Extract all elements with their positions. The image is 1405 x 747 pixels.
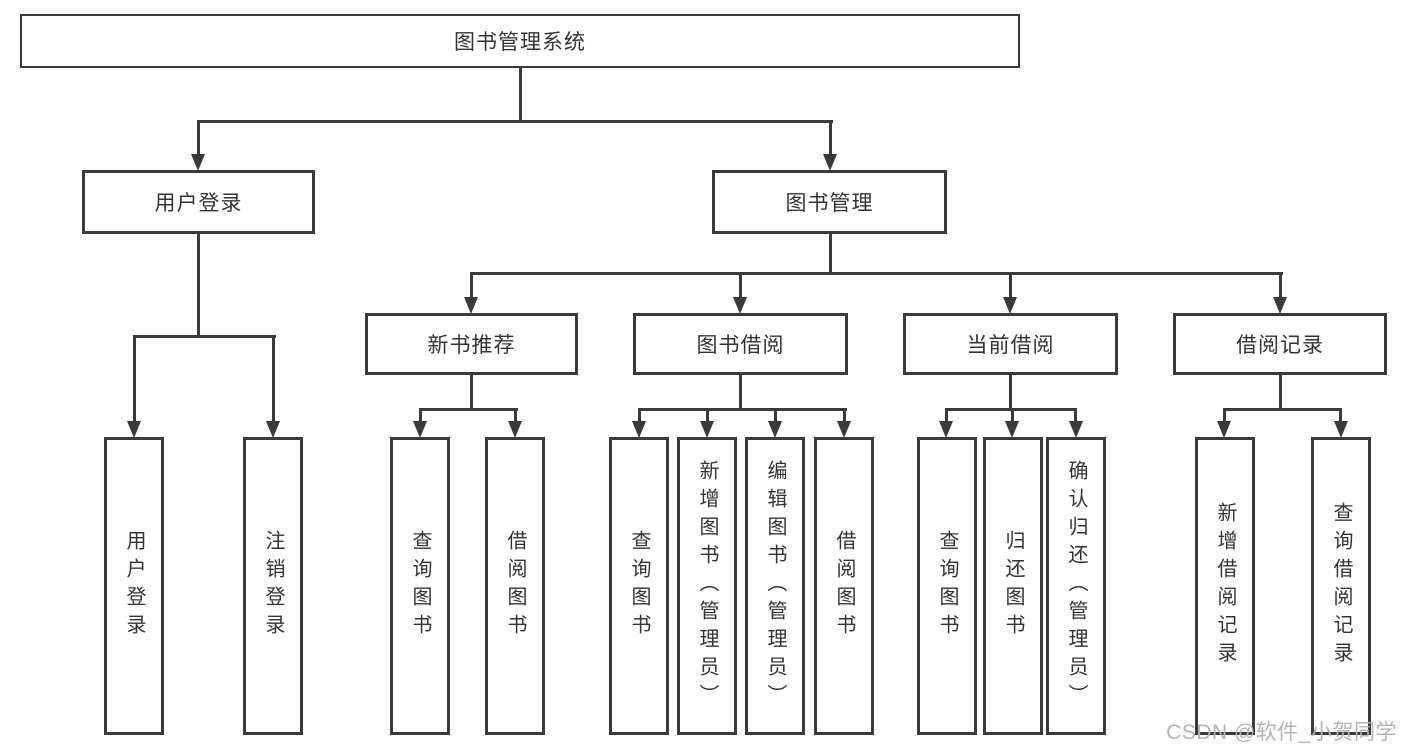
arrowhead-down-icon	[823, 154, 837, 171]
connector-line	[133, 335, 276, 338]
node-logout: 注销登录	[243, 437, 303, 735]
connector-line	[829, 234, 832, 272]
watermark: CSDN @软件_小贺同学	[1166, 721, 1397, 744]
connector-line	[197, 234, 200, 335]
arrowhead-down-icon	[1003, 297, 1017, 314]
node-new-book-recommendation: 新书推荐	[365, 313, 578, 375]
connector-line	[197, 120, 833, 123]
arrowhead-down-icon	[191, 154, 205, 171]
node-label: 归还图书	[1002, 530, 1024, 642]
connector-line	[470, 272, 473, 297]
connector-line	[1339, 408, 1342, 422]
connector-line	[739, 375, 742, 408]
connector-line	[1074, 408, 1077, 422]
connector-line	[514, 408, 517, 422]
node-label: 查询图书	[936, 530, 958, 642]
connector-line	[1009, 272, 1012, 297]
node-label: 用户登录	[123, 530, 145, 642]
node-label: 查询图书	[628, 530, 650, 642]
arrowhead-down-icon	[508, 421, 522, 438]
arrowhead-down-icon	[1273, 297, 1287, 314]
arrowhead-down-icon	[1005, 421, 1019, 438]
connector-line	[470, 272, 1283, 275]
connector-line	[739, 272, 742, 297]
arrowhead-down-icon	[700, 421, 714, 438]
node-borrow-books-recommend: 借阅图书	[485, 437, 545, 735]
connector-line	[638, 408, 847, 411]
node-library-system: 图书管理系统	[20, 14, 1020, 68]
connector-line	[470, 375, 473, 408]
node-query-borrow-record: 查询借阅记录	[1311, 437, 1371, 735]
node-add-books-admin: 新增图书（管理员）	[677, 437, 737, 735]
node-query-books-recommend: 查询图书	[390, 437, 450, 735]
connector-line	[419, 408, 518, 411]
connector-line	[638, 408, 641, 422]
node-label: 确认归还（管理员）	[1065, 460, 1087, 712]
connector-line	[133, 335, 136, 421]
node-label: 借阅图书	[504, 530, 526, 642]
node-label: 查询图书	[409, 530, 431, 642]
node-query-books-borrow: 查询图书	[609, 437, 669, 735]
node-label: 借阅图书	[833, 530, 855, 642]
node-label: 编辑图书（管理员）	[764, 460, 786, 712]
node-user-login: 用户登录	[82, 170, 315, 234]
arrowhead-down-icon	[632, 421, 646, 438]
node-label: 新增借阅记录	[1214, 502, 1236, 670]
node-label: 注销登录	[262, 530, 284, 642]
arrowhead-down-icon	[1069, 421, 1083, 438]
node-borrow-books: 借阅图书	[814, 437, 874, 735]
arrowhead-down-icon	[1217, 421, 1231, 438]
connector-line	[1279, 375, 1282, 408]
connector-line	[1223, 408, 1226, 422]
connector-line	[706, 408, 709, 422]
arrowhead-down-icon	[127, 421, 141, 438]
node-edit-books-admin: 编辑图书（管理员）	[745, 437, 805, 735]
arrowhead-down-icon	[1334, 421, 1348, 438]
connector-line	[1279, 272, 1282, 297]
arrowhead-down-icon	[939, 421, 953, 438]
connector-line	[197, 120, 200, 156]
node-return-books: 归还图书	[983, 437, 1043, 735]
connector-line	[419, 408, 422, 422]
connector-line	[1011, 408, 1014, 422]
connector-line	[843, 408, 846, 422]
connector-line	[272, 335, 275, 421]
node-confirm-return-admin: 确认归还（管理员）	[1046, 437, 1106, 735]
connector-line	[829, 120, 832, 156]
connector-line	[1009, 375, 1012, 408]
node-borrowing-records: 借阅记录	[1173, 313, 1387, 375]
arrowhead-down-icon	[837, 421, 851, 438]
node-query-books-current: 查询图书	[917, 437, 977, 735]
node-add-borrow-record: 新增借阅记录	[1195, 437, 1255, 735]
arrowhead-down-icon	[768, 421, 782, 438]
node-label: 新增图书（管理员）	[696, 460, 718, 712]
node-label: 查询借阅记录	[1330, 502, 1352, 670]
node-book-management: 图书管理	[712, 170, 947, 234]
arrowhead-down-icon	[266, 421, 280, 438]
connector-line	[774, 408, 777, 422]
arrowhead-down-icon	[413, 421, 427, 438]
arrowhead-down-icon	[464, 297, 478, 314]
connector-line	[945, 408, 948, 422]
arrowhead-down-icon	[733, 297, 747, 314]
node-book-borrowing: 图书借阅	[633, 313, 848, 375]
node-current-borrowing: 当前借阅	[903, 313, 1118, 375]
node-user-login-leaf: 用户登录	[104, 437, 164, 735]
connector-line	[1223, 408, 1341, 411]
connector-line	[519, 68, 522, 120]
